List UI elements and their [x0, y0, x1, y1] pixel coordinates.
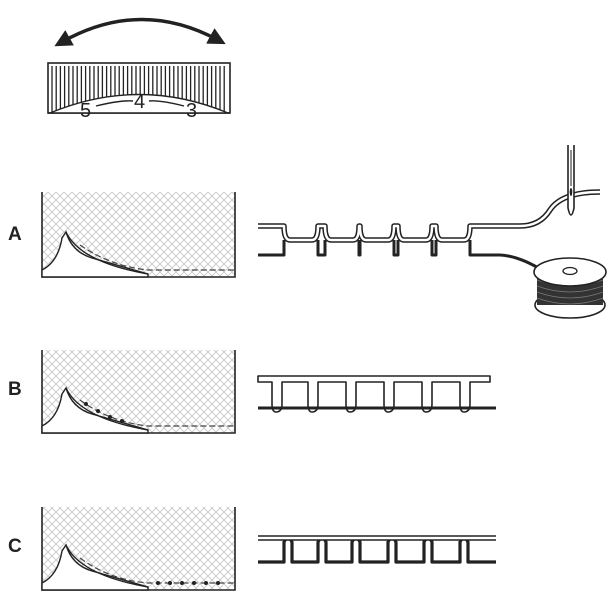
dial-number-3: 3: [186, 100, 197, 122]
stitch-diagram-c: [258, 535, 496, 564]
dial-scale-line: [95, 100, 185, 107]
fabric-swatch-b: [41, 350, 236, 434]
fabric-fold-b: [41, 386, 149, 434]
dial-arc: [49, 93, 229, 114]
needle-icon: [567, 145, 575, 216]
dial-number-5: 5: [80, 100, 91, 122]
tension-dial: 5 4 3: [47, 17, 231, 122]
stitch-diagram-b: [257, 375, 496, 413]
dial-number-4: 4: [134, 91, 145, 113]
stitch-diagram-a: [258, 189, 601, 274]
seam-line-c: [79, 557, 235, 584]
top-thread-b: [257, 375, 491, 413]
bobbin-icon: [533, 257, 607, 319]
dial-adjust-arrow: [54, 17, 226, 47]
bobbin-thread-dots-b: [84, 402, 124, 423]
top-thread-a: [258, 189, 601, 243]
row-label-b: B: [8, 379, 22, 400]
bobbin-thread-c: [258, 536, 496, 564]
fabric-swatch-c: [41, 507, 236, 591]
top-thread-dots-c: [156, 581, 220, 585]
fabric-fold-c: [41, 543, 149, 591]
bobbin-thread-a: [258, 240, 546, 274]
seam-line-a: [79, 244, 235, 271]
row-label-a: A: [8, 224, 22, 245]
seam-line-b: [79, 399, 235, 427]
fabric-swatch-a: [41, 192, 236, 278]
dial-ridges: [51, 66, 225, 113]
row-label-c: C: [8, 536, 22, 557]
fabric-fold-a: [41, 230, 149, 278]
